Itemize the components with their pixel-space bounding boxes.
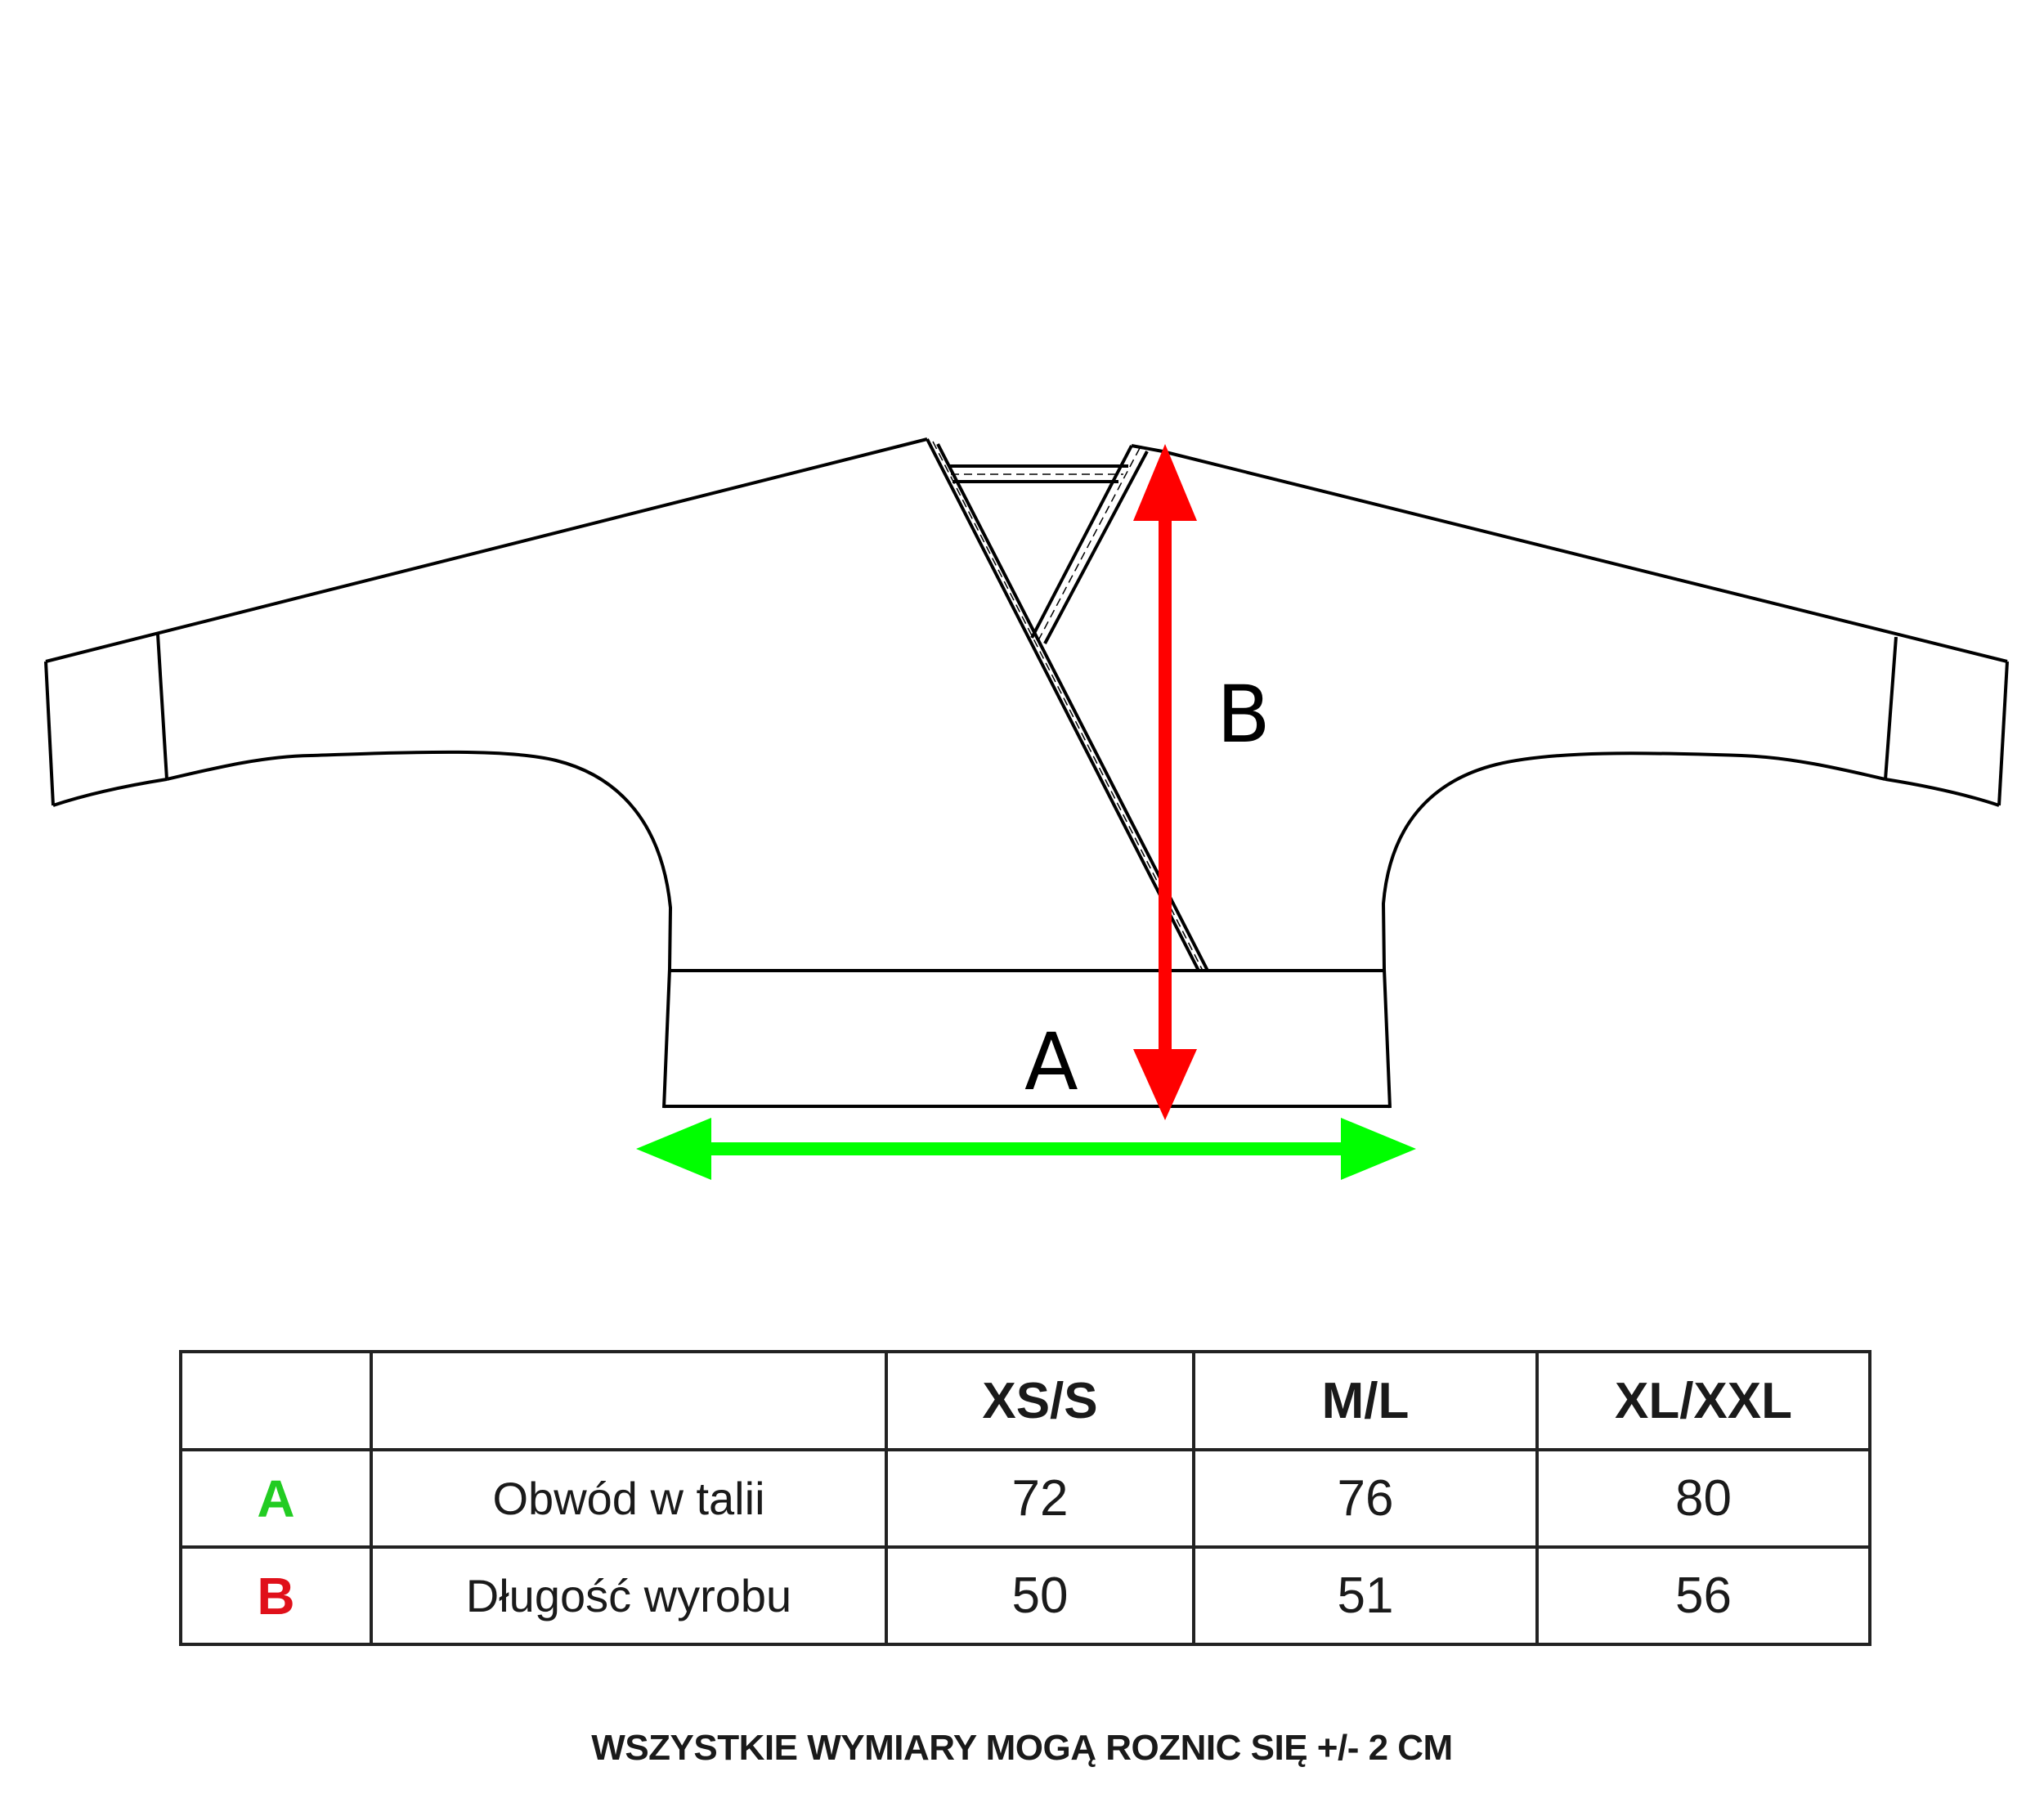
header-size-xs-s: XS/S [885,1350,1195,1451]
measurement-b-shaft [1159,515,1172,1059]
label-b: B [1217,669,1271,760]
garment-diagram: B A [44,437,2009,1180]
header-size-xl-xxl: XL/XXL [1535,1350,1871,1451]
value-cell: 80 [1535,1448,1871,1549]
measurement-a-head-right [1341,1118,1416,1180]
header-cell-key [179,1350,373,1451]
row-key-a: A [179,1448,373,1549]
measurement-b-head-bottom [1133,1049,1197,1120]
table-row: B Długość wyrobu 50 51 56 [179,1545,1871,1646]
size-table: XS/S M/L XL/XXL A Obwód w talii 72 76 80… [179,1350,1871,1646]
table-row: A Obwód w talii 72 76 80 [179,1448,1871,1549]
label-a: A [1024,1016,1078,1108]
measurement-b-arrow [1133,444,1197,1120]
value-cell: 56 [1535,1545,1871,1646]
measurement-a-head-left [636,1118,711,1180]
measurement-a-arrow [636,1118,1416,1180]
footer-note: WSZYSTKIE WYMIARY MOGĄ ROZNIC SIĘ +/- 2 … [591,1728,1453,1768]
size-table-header: XS/S M/L XL/XXL [179,1350,1871,1451]
measurement-b-head-top [1133,444,1197,521]
row-label: Obwód w talii [370,1448,888,1549]
row-key-b: B [179,1545,373,1646]
header-cell-measure [370,1350,888,1451]
value-cell: 51 [1192,1545,1539,1646]
header-size-m-l: M/L [1192,1350,1539,1451]
row-label: Długość wyrobu [370,1545,888,1646]
garment-outline [44,437,2009,1109]
value-cell: 50 [885,1545,1195,1646]
lapel-stitching [932,441,1204,971]
value-cell: 72 [885,1448,1195,1549]
value-cell: 76 [1192,1448,1539,1549]
measurement-a-shaft [707,1142,1345,1155]
